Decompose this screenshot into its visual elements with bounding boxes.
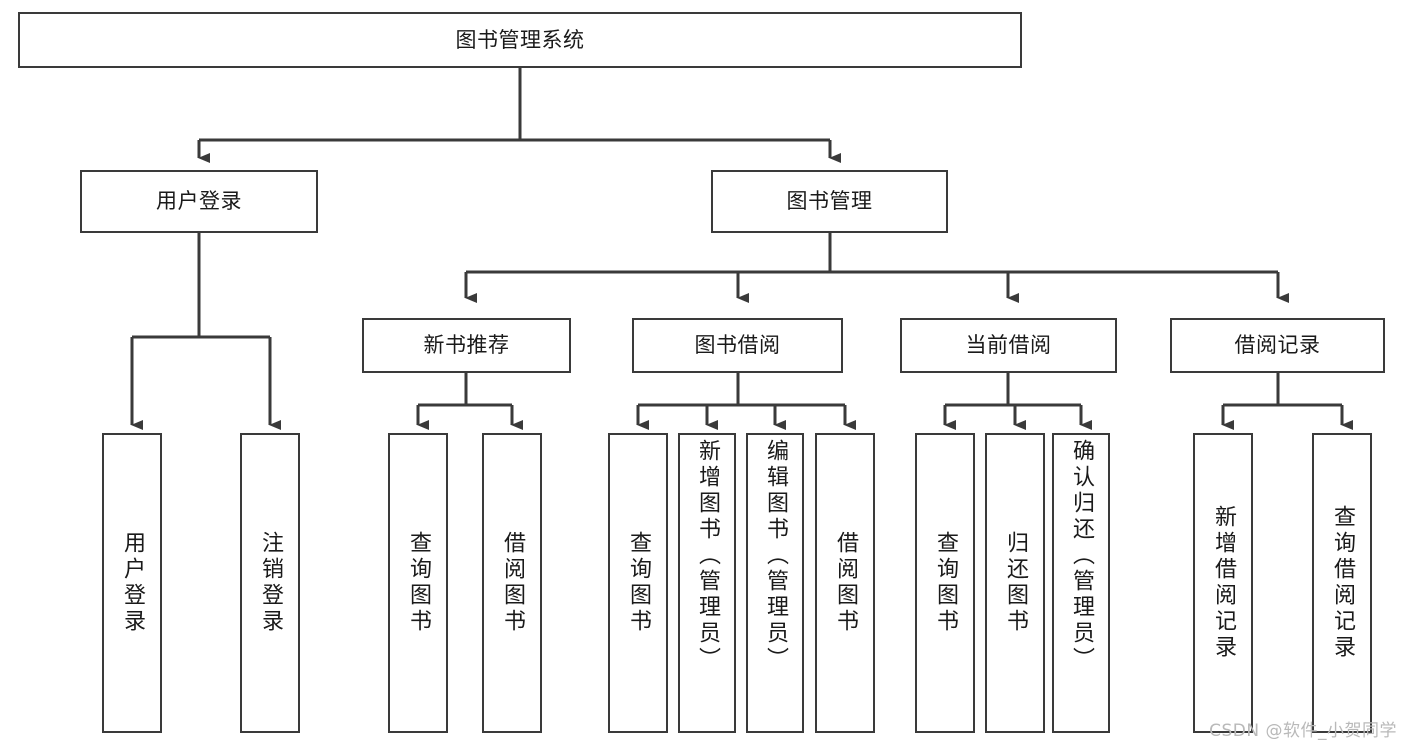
leaf-return-book[interactable]: 归还图书 [985, 433, 1045, 733]
node-root-system[interactable]: 图书管理系统 [18, 12, 1022, 68]
leaf-query-book-1[interactable]: 查询图书 [388, 433, 448, 733]
node-label: 归还图书 [1003, 531, 1028, 635]
node-label: 当前借阅 [965, 333, 1052, 358]
leaf-edit-book[interactable]: 编辑图书（管理员） [746, 433, 804, 733]
leaf-logout[interactable]: 注销登录 [240, 433, 300, 733]
node-label: 借阅图书 [833, 531, 858, 635]
node-borrow-record[interactable]: 借阅记录 [1170, 318, 1385, 373]
node-label: 查询图书 [406, 531, 431, 635]
node-label: 借阅图书 [500, 531, 525, 635]
leaf-borrow-book-2[interactable]: 借阅图书 [815, 433, 875, 733]
node-label: 编辑图书（管理员） [763, 439, 788, 673]
leaf-query-book-2[interactable]: 查询图书 [608, 433, 668, 733]
node-label: 确认归还（管理员） [1069, 439, 1094, 673]
leaf-user-login[interactable]: 用户登录 [102, 433, 162, 733]
node-label: 查询借阅记录 [1330, 505, 1355, 661]
node-label: 新书推荐 [423, 333, 510, 358]
node-label: 查询图书 [933, 531, 958, 635]
leaf-add-borrow-record[interactable]: 新增借阅记录 [1193, 433, 1253, 733]
node-book-borrow[interactable]: 图书借阅 [632, 318, 843, 373]
node-label: 查询图书 [626, 531, 651, 635]
leaf-confirm-return[interactable]: 确认归还（管理员） [1052, 433, 1110, 733]
node-label: 用户登录 [156, 189, 242, 214]
node-label: 注销登录 [258, 531, 283, 635]
leaf-query-borrow-record[interactable]: 查询借阅记录 [1312, 433, 1372, 733]
node-label: 图书管理系统 [455, 27, 585, 52]
node-label: 用户登录 [120, 531, 145, 635]
leaf-query-book-3[interactable]: 查询图书 [915, 433, 975, 733]
leaf-borrow-book-1[interactable]: 借阅图书 [482, 433, 542, 733]
node-label: 借阅记录 [1234, 333, 1321, 358]
node-label: 图书借阅 [694, 333, 781, 358]
node-current-borrow[interactable]: 当前借阅 [900, 318, 1117, 373]
node-label: 新增图书（管理员） [695, 439, 720, 673]
node-label: 图书管理 [786, 189, 873, 214]
node-label: 新增借阅记录 [1211, 505, 1236, 661]
node-book-management[interactable]: 图书管理 [711, 170, 948, 233]
node-new-book-recommend[interactable]: 新书推荐 [362, 318, 571, 373]
node-user-login[interactable]: 用户登录 [80, 170, 318, 233]
leaf-add-book[interactable]: 新增图书（管理员） [678, 433, 736, 733]
